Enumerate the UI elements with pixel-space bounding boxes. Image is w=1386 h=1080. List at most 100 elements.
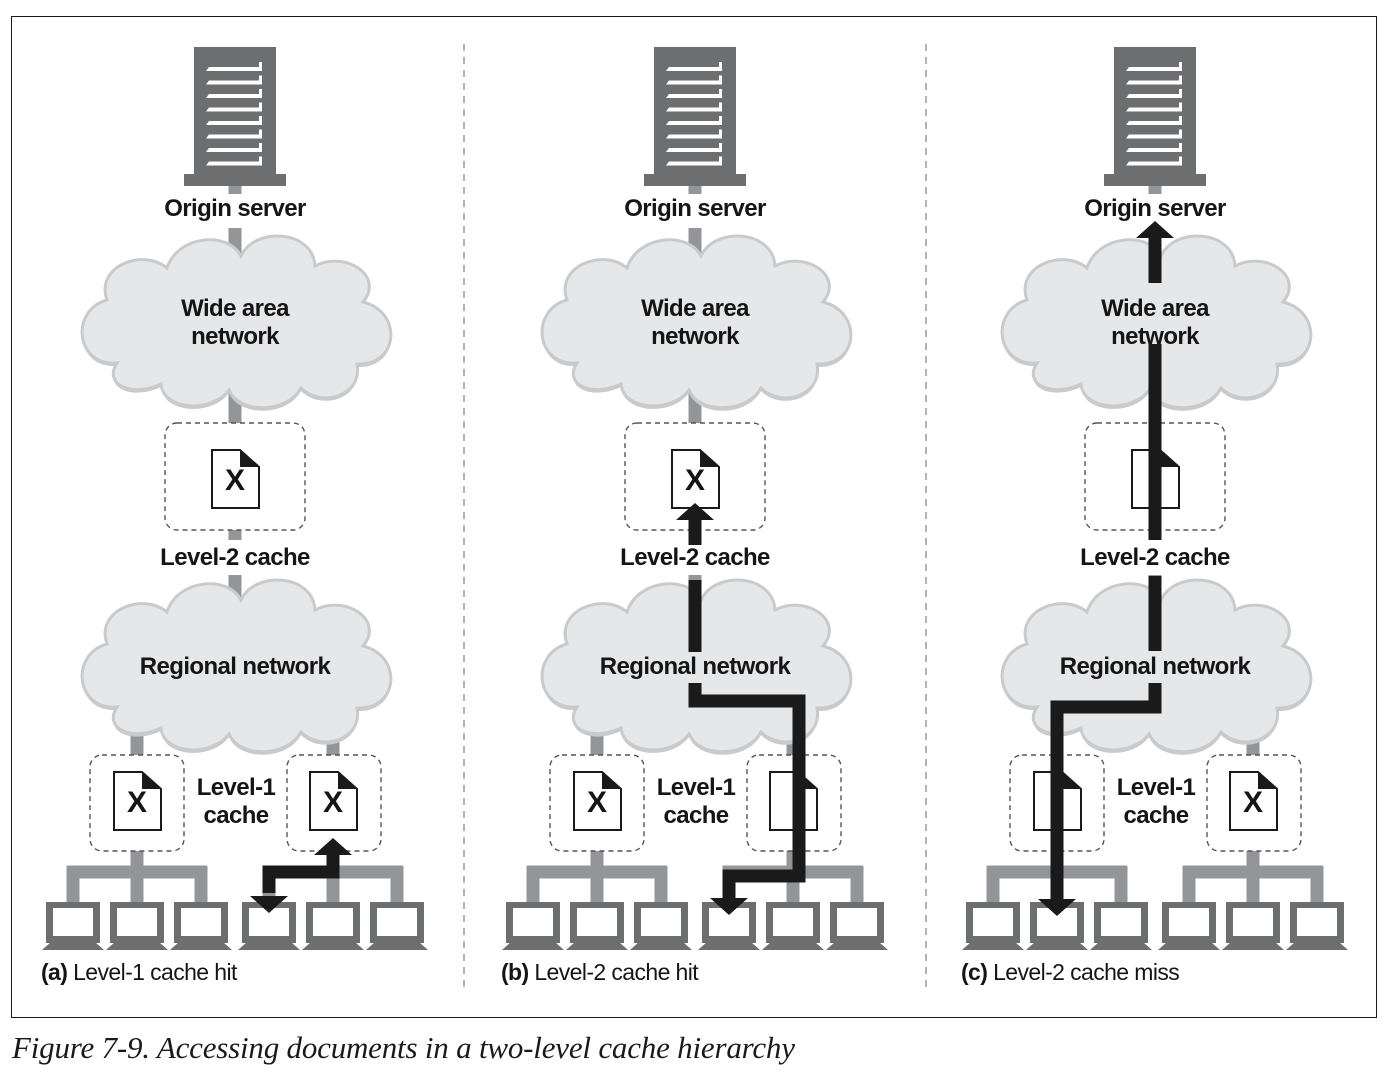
client-computer-3 [1090, 902, 1152, 950]
document-fold-icon [1160, 450, 1179, 467]
server-slot [666, 143, 722, 152]
client-computer-5 [1222, 902, 1284, 950]
keyboard-base [630, 942, 692, 950]
level2-cache-label: Level-2 cache [620, 544, 770, 571]
server-slot [666, 89, 722, 98]
server-slot [206, 75, 262, 85]
request-path [1050, 683, 1162, 900]
server-slot [666, 75, 722, 85]
document-mark: X [127, 786, 147, 819]
keyboard-base [302, 942, 364, 950]
monitor-screen [313, 908, 353, 936]
monitor-screen [837, 908, 877, 936]
origin-server-label: Origin server [624, 195, 766, 222]
keyboard-base [170, 942, 232, 950]
wan-label-line1: Wide area [641, 295, 750, 322]
client-computer-3 [170, 902, 232, 950]
keyboard-base [106, 942, 168, 950]
level1-right-document: X [309, 771, 358, 831]
server-slot [1126, 102, 1182, 112]
level1-label-line2: cache [663, 802, 728, 829]
level1-label-line2: cache [1123, 802, 1188, 829]
document-fold-icon [338, 772, 357, 789]
server-slot [1126, 62, 1182, 71]
server-slot [206, 116, 262, 125]
keyboard-base [566, 942, 628, 950]
server-slot [206, 143, 262, 152]
keyboard-base [366, 942, 428, 950]
document-fold-icon [602, 772, 621, 789]
server-slot [206, 156, 262, 166]
panel-title: Level-1 cache hit [67, 959, 238, 985]
level2-cache-box [624, 422, 766, 531]
level2-cache-box [164, 422, 306, 531]
server-slot [1126, 116, 1182, 125]
document-mark: X [323, 786, 343, 819]
client-computer-1 [502, 902, 564, 950]
server-slot [206, 89, 262, 98]
figure-caption: Figure 7-9. Accessing documents in a two… [12, 1030, 795, 1065]
server-slot [206, 62, 262, 71]
regional-network-cloud [80, 578, 393, 754]
level2-cache-label: Level-2 cache [160, 544, 310, 571]
keyboard-base [698, 942, 760, 950]
document-fold-icon [1062, 772, 1081, 789]
client-computer-2 [106, 902, 168, 950]
request-path [688, 683, 806, 898]
monitor-screen [1169, 908, 1209, 936]
regional-network-label: Regional network [140, 653, 332, 680]
document-fold-icon [142, 772, 161, 789]
wan-label-line2: network [191, 323, 280, 350]
server-slot [1126, 75, 1182, 85]
document-fold-icon [700, 450, 719, 467]
server-slot [666, 102, 722, 112]
keyboard-base [1158, 942, 1220, 950]
server-slot [666, 62, 722, 71]
level2-cache-label: Level-2 cache [1080, 544, 1230, 571]
panel-title: Level-2 cache hit [529, 959, 700, 985]
figure-frame [11, 16, 1377, 1018]
keyboard-base [1026, 942, 1088, 950]
server-slot [206, 129, 262, 139]
keyboard-base [238, 942, 300, 950]
regional-network-cloud [540, 578, 853, 754]
client-computer-6 [826, 902, 888, 950]
panel-tag: (c) [961, 959, 987, 985]
panel-tag: (a) [41, 959, 67, 985]
monitor-screen [1233, 908, 1273, 936]
client-computer-5 [302, 902, 364, 950]
level2-cached-document: X [211, 449, 260, 509]
origin-server-icon [1104, 47, 1206, 186]
keyboard-base [42, 942, 104, 950]
keyboard-base [762, 942, 824, 950]
origin-server-icon [644, 47, 746, 186]
origin-server-label: Origin server [164, 195, 306, 222]
server-base [184, 174, 286, 186]
keyboard-base [1222, 942, 1284, 950]
panel-caption: (c) Level-2 cache miss [961, 959, 1179, 985]
arrowhead-icon [314, 838, 352, 855]
keyboard-base [502, 942, 564, 950]
monitor-screen [513, 908, 553, 936]
document-mark: X [587, 786, 607, 819]
level1-left-document: X [573, 771, 622, 831]
document-mark: X [225, 464, 245, 497]
client-computer-1 [962, 902, 1024, 950]
client-computer-2 [566, 902, 628, 950]
monitor-screen [181, 908, 221, 936]
client-computer-6 [366, 902, 428, 950]
server-slot [666, 129, 722, 139]
monitor-screen [973, 908, 1013, 936]
document-mark: X [1243, 786, 1263, 819]
wan-label-line1: Wide area [181, 295, 290, 322]
server-slot [206, 102, 262, 112]
arrowhead-icon [1038, 899, 1076, 916]
server-slot [1126, 89, 1182, 98]
wide-area-network-cloud [540, 234, 853, 410]
panel-caption: (a) Level-1 cache hit [41, 959, 238, 985]
client-computer-5 [762, 902, 824, 950]
level2-cached-document: X [671, 449, 720, 509]
origin-server-icon [184, 47, 286, 186]
server-base [644, 174, 746, 186]
